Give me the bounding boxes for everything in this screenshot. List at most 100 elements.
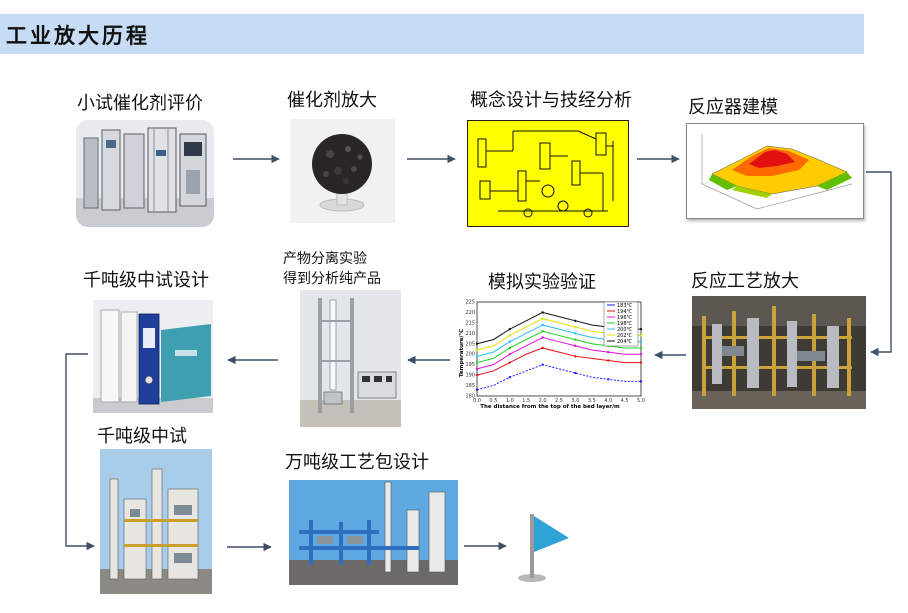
step-label-process-package-design: 万吨级工艺包设计 xyxy=(285,452,429,473)
chart-x-tick-label: 0.0 xyxy=(473,398,481,404)
step-label-concept-design: 概念设计与技经分析 xyxy=(470,90,632,111)
chart-data-point xyxy=(574,332,577,335)
chart-data-point xyxy=(541,346,544,350)
chart-y-tick-label: 220 xyxy=(465,310,475,316)
chart-data-point xyxy=(639,334,643,337)
chart-x-tick-label: 2.0 xyxy=(539,398,547,404)
process-flow-diagram xyxy=(467,120,629,227)
step-label-simulation-validation: 模拟实验验证 xyxy=(488,272,596,293)
chart-data-point xyxy=(574,371,577,375)
chart-data-point xyxy=(541,336,544,339)
chart-data-point xyxy=(508,361,511,364)
chart-data-point xyxy=(541,317,544,320)
chart-data-point xyxy=(607,378,610,381)
chart-data-point xyxy=(639,353,643,356)
page-title: 工业放大历程 xyxy=(6,23,150,48)
chart-data-point xyxy=(475,361,479,364)
chart-data-point xyxy=(475,348,479,352)
chart-y-tick-label: 200 xyxy=(465,352,475,358)
step-label-catalyst-scaleup: 催化剂放大 xyxy=(287,90,377,111)
lab-equipment-photo xyxy=(76,120,214,227)
chart-data-point xyxy=(508,353,511,356)
process-scaleup-plant-photo xyxy=(692,296,866,409)
chart-data-point xyxy=(475,355,479,358)
chart-data-point xyxy=(541,330,544,333)
chart-y-tick-label: 205 xyxy=(465,341,475,347)
chart-data-point xyxy=(475,388,479,391)
step-label-pilot-design: 千吨级中试设计 xyxy=(83,270,209,291)
chart-data-point xyxy=(639,327,643,331)
temperature-profile-chart: 0.0 0.5 1.0 1.5 2.0 2.5 3.0 3.5 4.0 4.5 5.0 180 185 1… xyxy=(458,300,645,411)
chart-data-point xyxy=(508,376,511,379)
chart-series-line xyxy=(476,347,641,376)
header-band: 工业放大历程 xyxy=(0,14,864,54)
chart-legend-label: 200℃ xyxy=(617,327,633,333)
step-label-lab-catalyst-evaluation: 小试催化剂评价 xyxy=(77,93,203,114)
chart-y-tick-label: 185 xyxy=(465,383,475,389)
chart-data-point xyxy=(508,340,511,343)
chart-legend-label: 202℃ xyxy=(617,333,633,339)
chart-data-point xyxy=(475,367,479,371)
step-label-separation-line1: 产物分离实验 xyxy=(283,251,367,267)
catalyst-pellets-photo xyxy=(290,119,395,223)
chart-legend-label: 198℃ xyxy=(617,321,633,327)
chart-x-tick-label: 4.5 xyxy=(621,398,629,404)
pilot-design-documents-photo xyxy=(93,300,213,413)
chart-y-tick-label: 195 xyxy=(465,362,475,368)
chart-data-point xyxy=(475,373,479,377)
separation-apparatus-photo xyxy=(300,290,401,427)
chart-data-point xyxy=(639,361,643,364)
chart-series-line xyxy=(476,364,641,391)
step-label-reactor-modeling: 反应器建模 xyxy=(688,97,778,118)
chart-data-point xyxy=(639,380,643,383)
chart-y-tick-label: 180 xyxy=(465,394,475,400)
chart-legend-label: 204℃ xyxy=(617,339,633,345)
chart-legend-label: 196℃ xyxy=(617,315,633,321)
chart-data-point xyxy=(574,325,577,329)
chart-data-point xyxy=(508,346,511,350)
chart-x-tick-label: 5.0 xyxy=(637,398,645,404)
chart-legend-label: 183℃ xyxy=(617,303,633,309)
step-label-separation-line2: 得到分析纯产品 xyxy=(283,271,381,287)
chart-x-tick-label: 3.0 xyxy=(571,398,579,404)
arrow-s4-to-s5 xyxy=(866,171,892,357)
chart-data-point xyxy=(639,340,643,343)
chart-legend-box xyxy=(603,301,639,347)
process-package-plant-photo xyxy=(289,480,458,585)
chart-x-tick-label: 2.5 xyxy=(555,398,563,404)
chart-data-point xyxy=(541,323,544,327)
chart-legend-label: 194℃ xyxy=(617,309,633,315)
chart-data-point xyxy=(639,346,643,350)
chart-data-point xyxy=(574,355,577,358)
chart-y-tick-label: 210 xyxy=(465,331,475,337)
chart-x-axis-label: The distance from the top of the bed lay… xyxy=(480,404,620,410)
chart-x-tick-label: 0.5 xyxy=(489,398,497,404)
chart-data-point xyxy=(508,334,511,337)
reactor-model-surface-plot xyxy=(686,123,864,219)
chart-data-point xyxy=(541,311,544,314)
chart-y-tick-label: 225 xyxy=(465,300,475,306)
chart-data-point xyxy=(541,363,544,366)
chart-series-line xyxy=(476,336,641,370)
chart-y-axis-label: Temperature/℃ xyxy=(458,329,465,378)
chart-y-tick-label: 190 xyxy=(465,373,475,379)
chart-x-tick-label: 1.0 xyxy=(506,398,514,404)
goal-flag-icon xyxy=(511,508,573,584)
chart-data-point xyxy=(508,327,511,331)
chart-data-point xyxy=(574,338,577,341)
chart-data-point xyxy=(574,344,577,348)
chart-y-tick-label: 215 xyxy=(465,320,475,326)
simulation-validation-chart: 0.0 0.5 1.0 1.5 2.0 2.5 3.0 3.5 4.0 4.5 5.0 180 185 1… xyxy=(455,298,651,410)
step-label-pilot-plant: 千吨级中试 xyxy=(97,426,187,447)
chart-series-line xyxy=(476,330,641,364)
arrow-s8-to-s9 xyxy=(65,353,95,551)
chart-data-point xyxy=(574,319,577,322)
chart-data-point xyxy=(607,359,610,362)
chart-x-tick-label: 3.5 xyxy=(588,398,596,404)
step-label-process-scaleup: 反应工艺放大 xyxy=(691,271,799,292)
pilot-plant-photo xyxy=(100,449,212,594)
chart-x-tick-label: 1.5 xyxy=(522,398,530,404)
chart-data-point xyxy=(475,342,479,345)
chart-x-tick-label: 4.0 xyxy=(604,398,612,404)
chart-data-point xyxy=(607,350,610,354)
